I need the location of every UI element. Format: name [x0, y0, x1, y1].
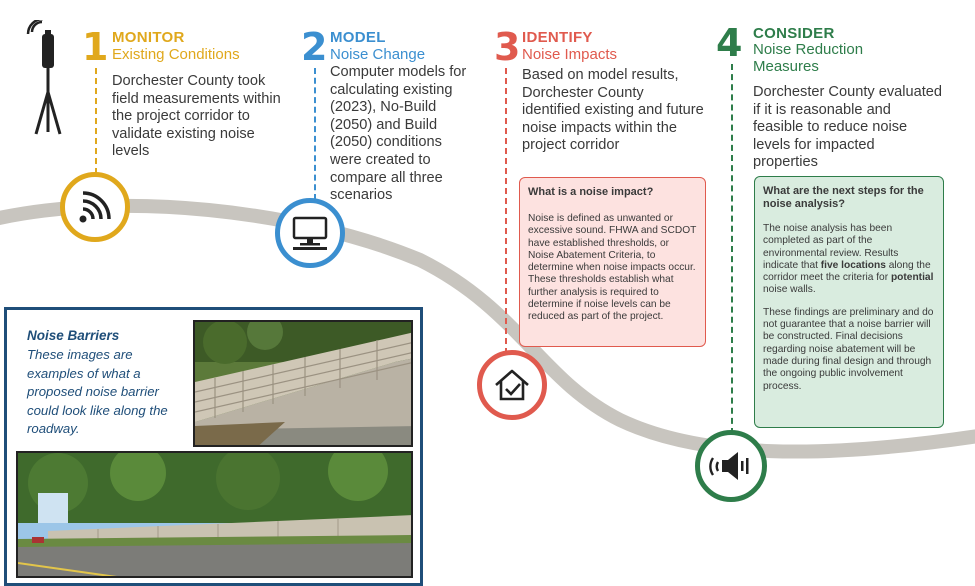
step-1-number: 1: [82, 25, 109, 69]
noise-barriers-caption: These images are examples of what a prop…: [27, 347, 168, 437]
step-1-title: MONITOR: [112, 29, 185, 46]
sound-waves-icon: [79, 191, 111, 223]
noise-barrier-photo-2: [16, 451, 413, 578]
computer-icon: [292, 216, 328, 250]
step-1-circle: [60, 172, 130, 242]
noise-impact-box-body: Noise is defined as unwanted or excessiv…: [528, 213, 697, 323]
step-4-number: 4: [716, 21, 743, 65]
step-3-connector: [505, 68, 507, 354]
next-steps-box-paragraph-1: The noise analysis has been completed as…: [763, 223, 934, 296]
noise-barrier-photo-1: [193, 320, 413, 447]
step-3-subtitle: Noise Impacts: [522, 46, 618, 63]
step-3-title: IDENTIFY: [522, 29, 593, 46]
step-3-circle: [477, 350, 547, 420]
step-1-body: Dorchester County took field measurement…: [112, 73, 281, 160]
sound-meter-tripod-icon: [26, 20, 62, 135]
next-steps-info-box: What are the next steps for the noise an…: [754, 176, 944, 428]
noise-impact-info-box: What is a noise impact? Noise is defined…: [519, 177, 706, 347]
step-4-subtitle: Noise Reduction Measures: [753, 41, 864, 75]
step-2-subtitle: Noise Change: [330, 46, 426, 63]
step-1-connector: [95, 68, 97, 174]
step-4-body: Dorchester County evaluated if it is rea…: [753, 84, 943, 171]
noise-barriers-panel: Noise Barriers These images are examples…: [4, 307, 423, 586]
noise-impact-box-title: What is a noise impact?: [528, 186, 654, 198]
speaker-icon: [709, 452, 749, 480]
step-2-circle: [275, 198, 345, 268]
step-2-number: 2: [301, 25, 328, 69]
step-4-title: CONSIDER: [753, 25, 835, 42]
next-steps-box-paragraph-2: These findings are preliminary and do no…: [763, 306, 934, 392]
step-2-body: Computer models for calculating existing…: [330, 64, 467, 204]
house-check-icon: [495, 369, 529, 401]
next-steps-box-title: What are the next steps for the noise an…: [763, 185, 924, 210]
step-2-connector: [314, 68, 316, 200]
step-4-connector: [731, 64, 733, 434]
noise-barriers-title: Noise Barriers: [27, 328, 120, 343]
step-4-circle: [695, 430, 767, 502]
step-3-body: Based on model results, Dorchester Count…: [522, 67, 704, 154]
step-3-number: 3: [494, 25, 521, 69]
step-2-title: MODEL: [330, 29, 386, 46]
step-1-subtitle: Existing Conditions: [112, 46, 240, 63]
